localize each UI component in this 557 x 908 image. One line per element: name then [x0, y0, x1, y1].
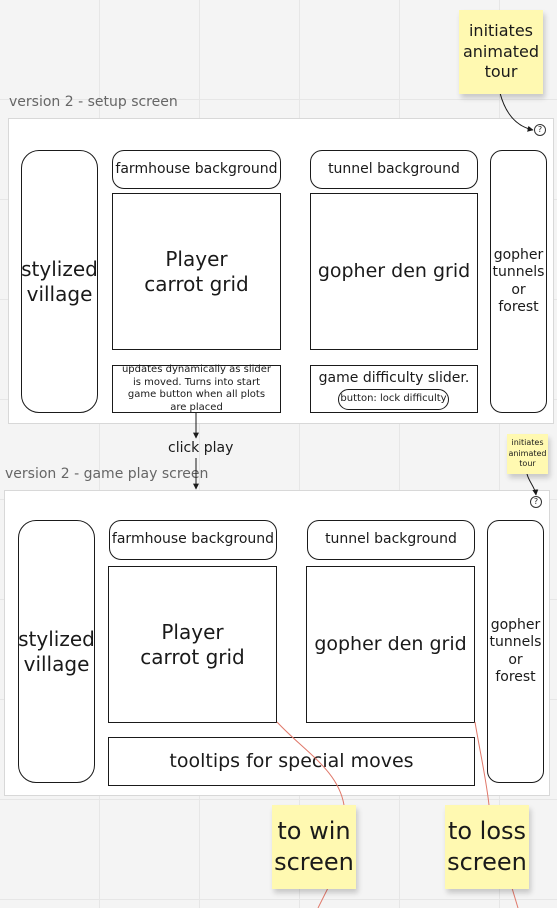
- setup-village-box: stylized village: [21, 150, 98, 413]
- loss-screen-sticky-note-text: to loss screen: [447, 816, 527, 876]
- setup-gopher-tunnels-box: gopher tunnels or forest: [490, 150, 547, 413]
- gameplay-carrot-grid-box: Player carrot grid: [108, 566, 277, 723]
- setup-farmhouse-background-label: farmhouse background: [115, 160, 278, 177]
- gameplay-gopher-tunnels-label: gopher tunnels or forest: [489, 616, 542, 686]
- win-screen-sticky-note[interactable]: to win screen: [272, 805, 356, 889]
- gameplay-carrot-grid-label: Player carrot grid: [140, 619, 245, 669]
- tour-sticky-note-small-text: initiates animated tour: [508, 438, 547, 469]
- gameplay-help-icon[interactable]: ?: [530, 496, 542, 508]
- setup-carrot-grid-label: Player carrot grid: [144, 246, 249, 296]
- gameplay-gopher-den-grid-label: gopher den grid: [314, 632, 467, 655]
- setup-screen-title: version 2 - setup screen: [9, 94, 178, 110]
- win-exit-connector: [317, 887, 329, 908]
- tour-sticky-note-large-text: initiates animated tour: [462, 20, 540, 82]
- setup-gopher-den-grid-label: gopher den grid: [317, 259, 471, 282]
- setup-help-icon[interactable]: ?: [534, 124, 546, 136]
- setup-difficulty-slider-label: game difficulty slider.: [318, 370, 470, 386]
- setup-updates-note-label: updates dynamically as slider is moved. …: [121, 364, 272, 413]
- setup-gopher-den-grid-box: gopher den grid: [310, 193, 478, 350]
- lock-difficulty-button-label: button: lock difficulty: [340, 393, 447, 405]
- tour-sticky-note-large[interactable]: initiates animated tour: [459, 10, 543, 94]
- gameplay-tunnel-background-label: tunnel background: [325, 531, 457, 548]
- tour-sticky-note-small[interactable]: initiates animated tour: [507, 434, 548, 474]
- gameplay-screen-title: version 2 - game play screen: [5, 466, 209, 482]
- tooltips-special-moves-box: tooltips for special moves: [108, 737, 475, 786]
- gameplay-gopher-den-grid-box: gopher den grid: [306, 566, 475, 723]
- gameplay-gopher-tunnels-box: gopher tunnels or forest: [487, 520, 544, 783]
- setup-carrot-grid-box: Player carrot grid: [112, 193, 281, 350]
- setup-farmhouse-background-box: farmhouse background: [112, 150, 281, 189]
- lock-difficulty-button[interactable]: button: lock difficulty: [338, 389, 449, 410]
- gameplay-farmhouse-background-label: farmhouse background: [111, 531, 275, 548]
- gameplay-farmhouse-background-box: farmhouse background: [109, 520, 277, 560]
- setup-updates-note-box: updates dynamically as slider is moved. …: [112, 364, 281, 413]
- setup-village-label: stylized village: [21, 256, 98, 306]
- setup-tunnel-background-label: tunnel background: [328, 160, 460, 177]
- win-screen-sticky-note-text: to win screen: [274, 816, 354, 876]
- click-play-label: click play: [168, 440, 234, 456]
- setup-tunnel-background-box: tunnel background: [310, 150, 478, 189]
- loss-exit-connector: [511, 887, 519, 908]
- loss-screen-sticky-note[interactable]: to loss screen: [445, 805, 529, 889]
- tooltips-special-moves-label: tooltips for special moves: [169, 749, 414, 772]
- gameplay-village-label: stylized village: [18, 626, 95, 676]
- setup-gopher-tunnels-label: gopher tunnels or forest: [492, 246, 545, 316]
- gameplay-tunnel-background-box: tunnel background: [307, 520, 475, 560]
- gameplay-village-box: stylized village: [18, 520, 95, 783]
